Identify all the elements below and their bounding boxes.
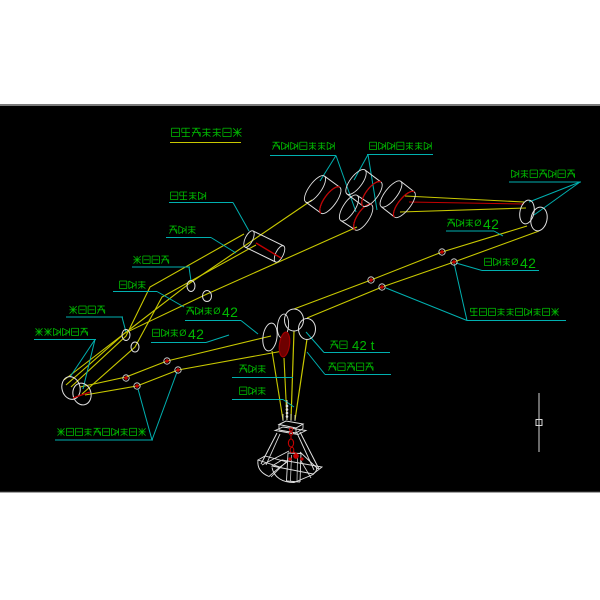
svg-text:Ø: Ø [474,218,481,228]
svg-text:2: 2 [230,304,238,320]
svg-text:4: 4 [352,338,359,353]
svg-text:Ø: Ø [213,306,220,316]
svg-text:2: 2 [360,338,367,353]
svg-text:2: 2 [491,216,499,232]
svg-text:4: 4 [520,255,528,271]
svg-text:4: 4 [222,304,230,320]
svg-text:2: 2 [196,326,204,342]
svg-text:4: 4 [483,216,491,232]
svg-text:4: 4 [188,326,196,342]
svg-text:2: 2 [528,255,536,271]
svg-text:Ø: Ø [179,328,186,338]
svg-text:Ø: Ø [511,257,518,267]
svg-text:t: t [371,338,375,353]
